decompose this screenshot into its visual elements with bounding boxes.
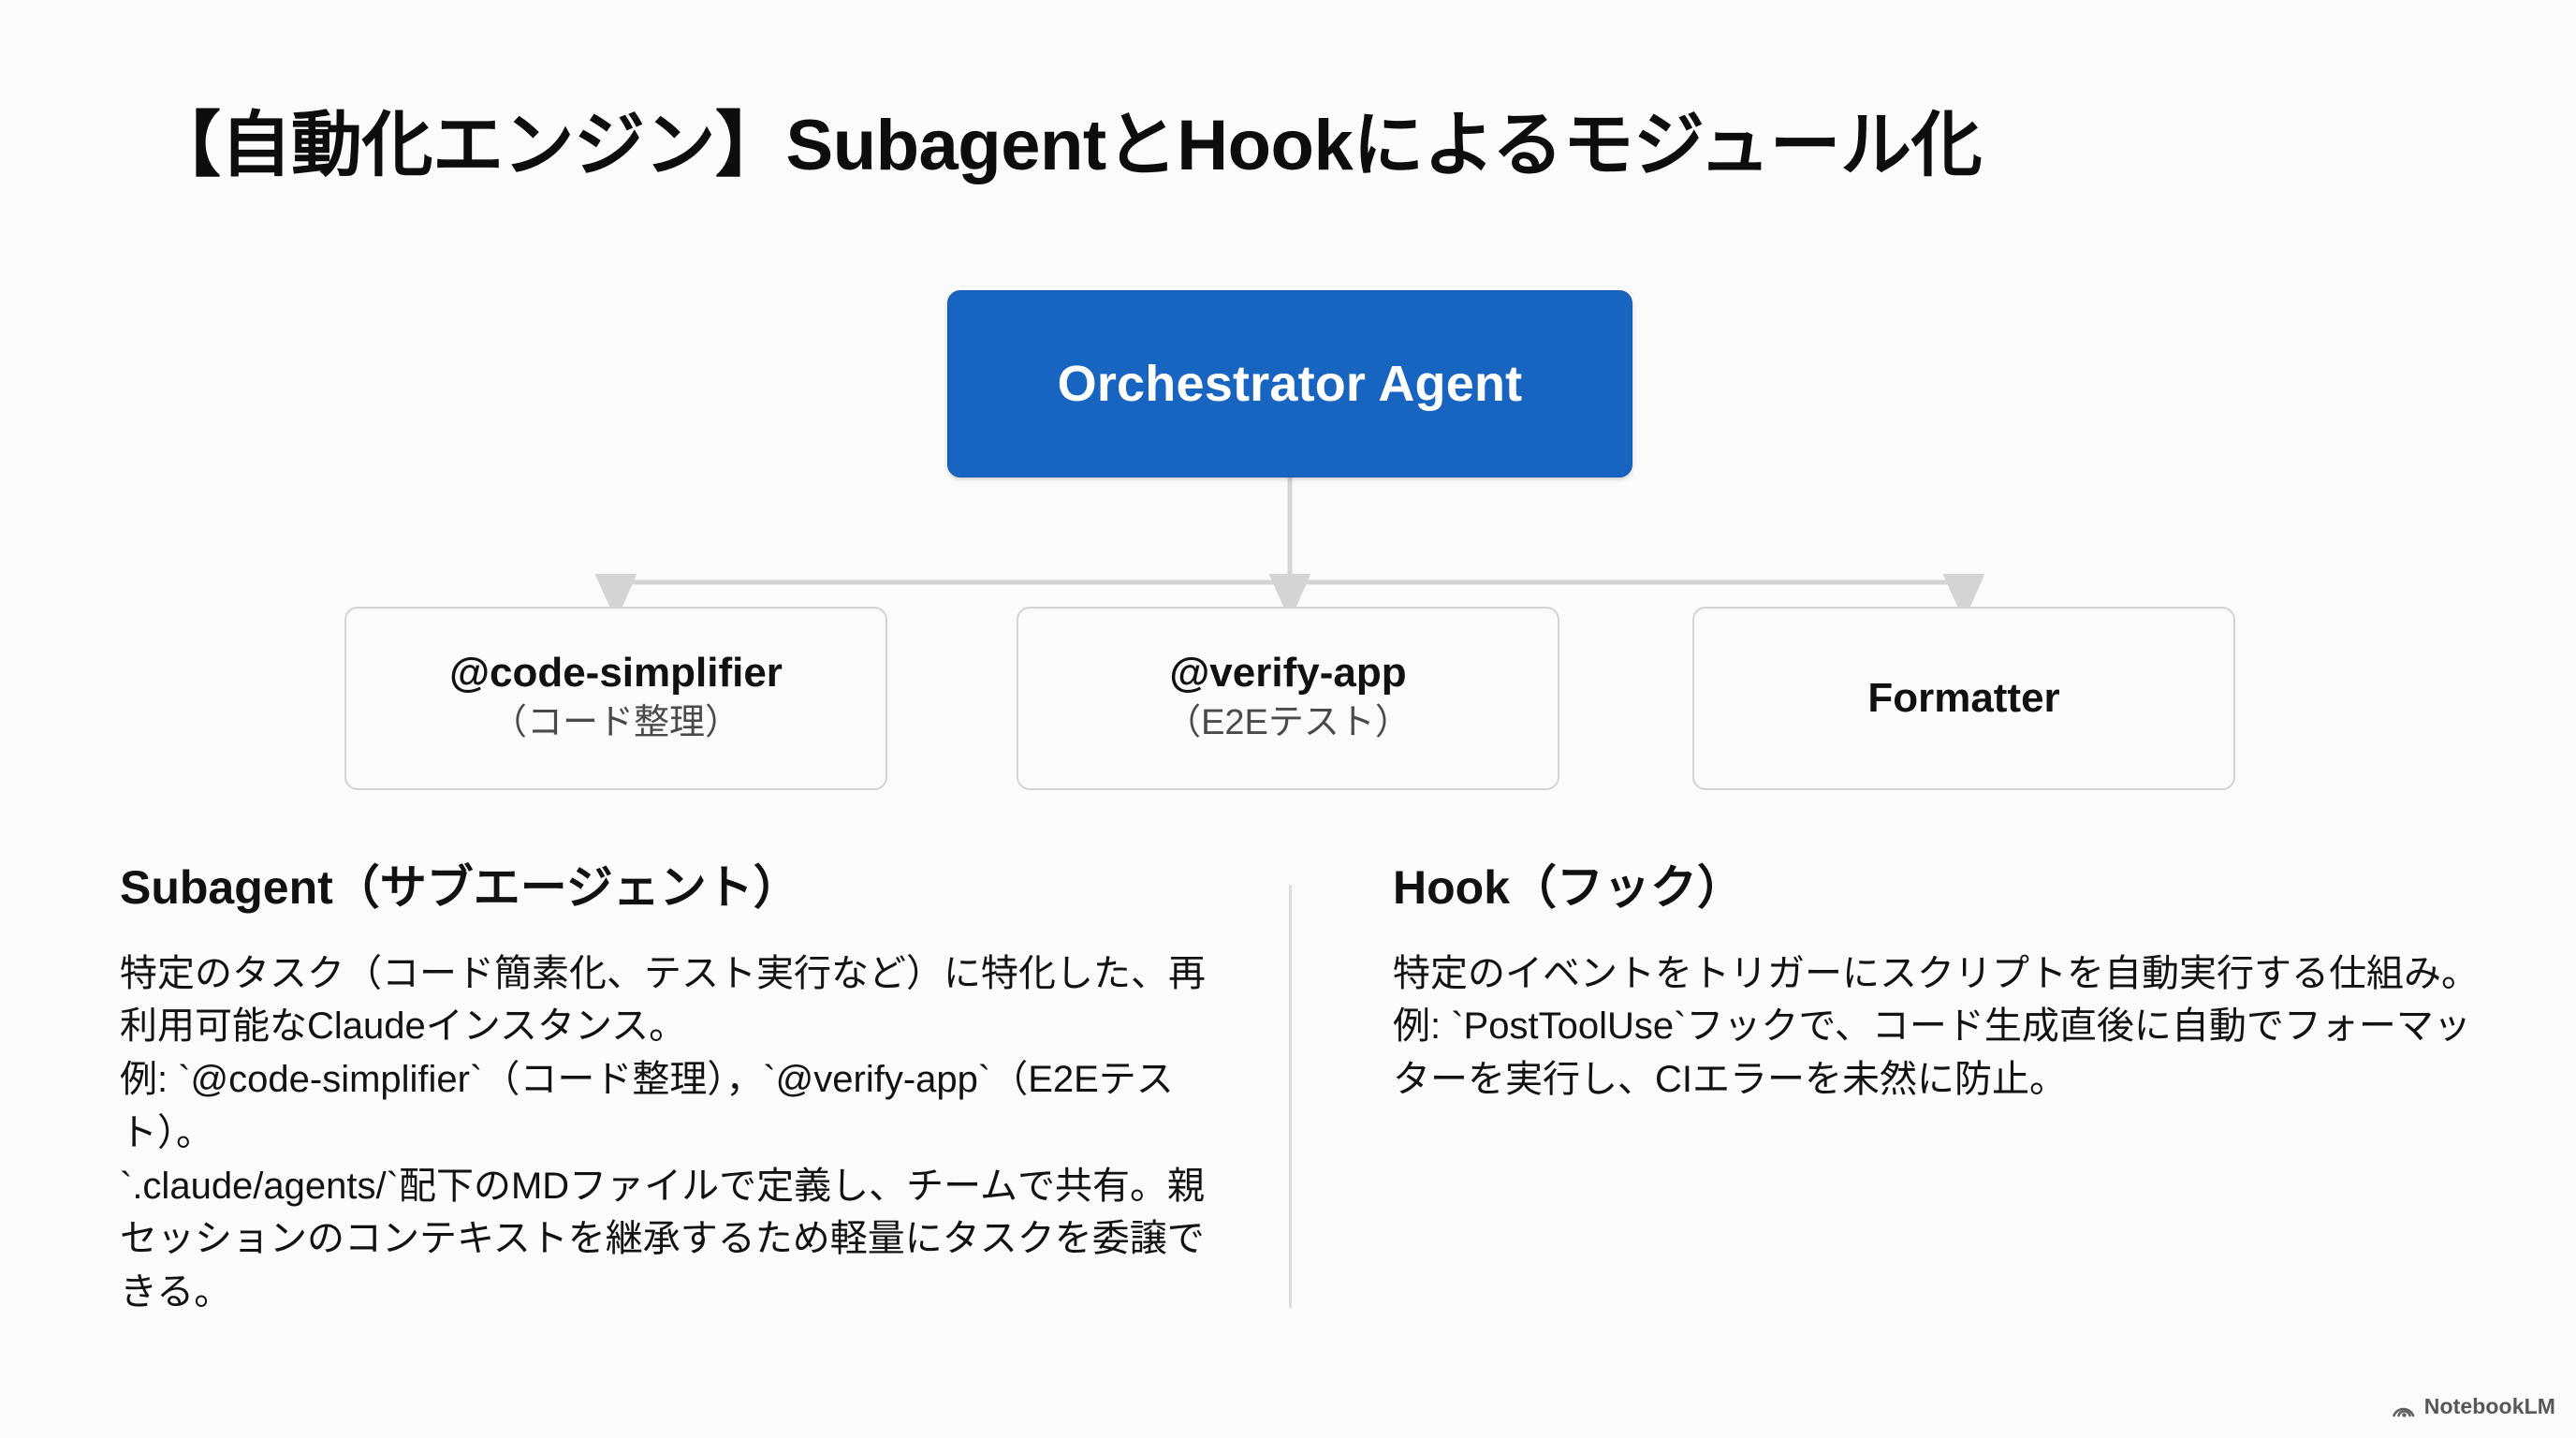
node-orchestrator-agent-label: Orchestrator Agent — [1057, 356, 1523, 412]
notebooklm-icon — [2392, 1407, 2415, 1417]
node-formatter-label: Formatter — [1867, 674, 2060, 721]
column-subagent-heading: Subagent（サブエージェント） — [120, 861, 800, 914]
column-hook: Hook（フック） 特定のイベントをトリガーにスクリプトを自動実行する仕組み。 … — [1393, 861, 2497, 1107]
column-hook-heading: Hook（フック） — [1393, 861, 1744, 914]
node-formatter[interactable]: Formatter — [1692, 607, 2235, 790]
page-title: 【自動化エンジン】SubagentとHookによるモジュール化 — [150, 106, 1983, 185]
node-verify-app-label: @verify-app — [1169, 650, 1407, 697]
notebooklm-watermark-label: NotebookLM — [2423, 1394, 2555, 1418]
column-divider — [1289, 885, 1292, 1308]
notebooklm-watermark: NotebookLM — [2392, 1394, 2555, 1419]
node-verify-app[interactable]: @verify-app （E2Eテスト） — [1017, 607, 1559, 790]
column-subagent: Subagent（サブエージェント） 特定のタスク（コード簡素化、テスト実行など… — [120, 861, 1224, 1319]
node-orchestrator-agent[interactable]: Orchestrator Agent — [947, 290, 1632, 477]
node-verify-app-sublabel: （E2Eテスト） — [1165, 703, 1411, 743]
column-subagent-body: 特定のタスク（コード簡素化、テスト実行など）に特化した、再利用可能なClaude… — [120, 952, 1206, 1313]
node-code-simplifier-sublabel: （コード整理） — [490, 703, 740, 743]
node-code-simplifier[interactable]: @code-simplifier （コード整理） — [344, 607, 887, 790]
column-hook-body: 特定のイベントをトリガーにスクリプトを自動実行する仕組み。 例: `PostTo… — [1393, 952, 2479, 1101]
node-code-simplifier-label: @code-simplifier — [449, 650, 783, 697]
